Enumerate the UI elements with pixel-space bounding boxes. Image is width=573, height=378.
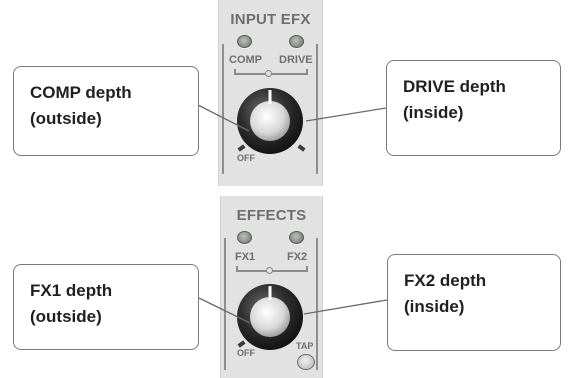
panel-title: INPUT EFX bbox=[230, 11, 311, 28]
tap-label: TAP bbox=[296, 341, 314, 351]
fx2-depth-callout: FX2 depth (inside) bbox=[387, 254, 561, 351]
off-label: OFF bbox=[237, 348, 255, 358]
panel-right-rail bbox=[316, 238, 318, 370]
tap-button[interactable] bbox=[297, 354, 315, 370]
fx2-label: FX2 bbox=[287, 251, 308, 263]
drive-led bbox=[289, 35, 304, 48]
panel-left-rail bbox=[224, 238, 226, 370]
effects-panel: EFFECTS FX1 FX2 OFF TAP bbox=[220, 196, 323, 378]
off-label: OFF bbox=[237, 153, 255, 163]
fx1-led bbox=[237, 231, 252, 244]
callout-title: DRIVE depth bbox=[403, 77, 506, 96]
callout-subtitle: (inside) bbox=[403, 103, 464, 122]
panel-right-rail bbox=[316, 44, 318, 174]
callout-subtitle: (outside) bbox=[30, 307, 102, 326]
input-efx-panel: INPUT EFX COMP DRIVE OFF bbox=[218, 0, 323, 186]
comp-label: COMP bbox=[229, 54, 262, 66]
callout-title: COMP depth bbox=[30, 83, 132, 102]
comp-depth-callout: COMP depth (outside) bbox=[13, 66, 199, 156]
fx1-label: FX1 bbox=[235, 251, 256, 263]
callout-title: FX2 depth bbox=[404, 271, 487, 290]
comp-drive-knob[interactable] bbox=[235, 86, 305, 156]
callout-subtitle: (outside) bbox=[30, 109, 102, 128]
panel-title: EFFECTS bbox=[236, 207, 307, 224]
bracket-dot bbox=[266, 267, 273, 274]
callout-title: FX1 depth bbox=[30, 281, 113, 300]
drive-label: DRIVE bbox=[279, 54, 313, 66]
fx1-depth-callout: FX1 depth (outside) bbox=[13, 264, 199, 350]
comp-led bbox=[237, 35, 252, 48]
drive-depth-callout: DRIVE depth (inside) bbox=[386, 60, 561, 156]
bracket-dot bbox=[265, 70, 272, 77]
panel-left-rail bbox=[222, 44, 224, 174]
fx1-fx2-knob[interactable] bbox=[235, 282, 305, 352]
callout-subtitle: (inside) bbox=[404, 297, 465, 316]
fx2-led bbox=[289, 231, 304, 244]
